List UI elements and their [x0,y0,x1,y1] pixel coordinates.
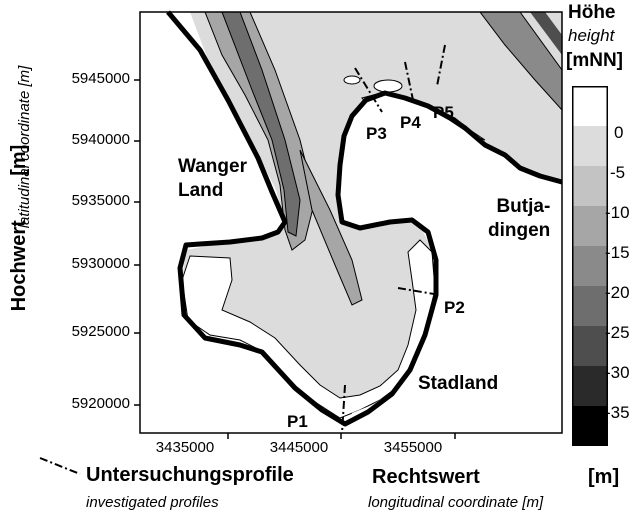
x-axis-title: Rechtswert [372,466,480,488]
colorbar-swatch [572,166,608,207]
colorbar-tick-label: -10 [605,203,630,222]
land-west-wanger [140,12,340,433]
y-tick-label: 5920000 [71,395,130,412]
y-tick-label: 5940000 [71,131,130,148]
place-label-butjadingen: Butja- dingen [488,195,550,243]
colorbar-subtitle: height [568,26,615,45]
profile-p5-line [436,44,446,87]
colorbar-swatch [572,86,608,127]
profile-label-p1: P1 [287,412,308,431]
profile-label-p2: P2 [444,298,465,317]
colorbar-swatch [572,286,608,327]
place-wanger-line1: Wanger [178,156,247,177]
x-axis-unit: [m] [588,466,620,488]
colorbar-title: Höhe [568,2,616,23]
colorbar-swatch [572,246,608,287]
y-tick-label: 5930000 [71,255,130,272]
profile-p2-line [397,287,441,296]
profiles [341,44,446,434]
x-tick-label: 3455000 [383,439,443,456]
legend-profile-symbol [39,457,81,475]
coastline-west [166,10,563,427]
profile-label-p5: P5 [433,103,454,122]
x-axis-subtitle: longitudinal coordinate [m] [368,494,544,511]
colorbar-swatch [572,406,608,446]
colorbar-swatch [572,206,608,247]
y-tick-label: 5935000 [71,192,130,209]
x-tick-label: 3445000 [269,439,329,456]
place-label-wanger-land: Wanger Land [178,155,247,203]
channel-depth-2 [221,12,301,237]
channel-depth-east [299,149,363,306]
colorbar-unit: [mNN] [566,50,623,71]
place-label-stadland: Stadland [418,373,499,394]
profile-p4-line [404,61,414,101]
colorbar-swatch [572,366,608,407]
y-tick-label: 5945000 [71,70,130,87]
colorbar-swatch [572,126,608,167]
y-axis-subtitle: latitudinal coordinate [m] [16,65,33,229]
x-tick-label: 3435000 [155,439,215,456]
place-butja-line1: Butja- [496,196,551,217]
channel-depth-ne [479,12,562,111]
profile-p3-line [354,67,383,113]
place-wanger-line2: Land [178,180,224,201]
legend-profile-label: Untersuchungsprofile [86,464,294,486]
colorbar-tick-label: -25 [605,323,630,342]
colorbar-tick-label: 0 [614,123,624,142]
profile-label-p3: P3 [366,124,387,143]
flat-patch-1 [373,79,403,93]
profile-label-p4: P4 [400,113,421,132]
colorbar-swatch [572,326,608,367]
colorbar-tick-label: -35 [605,403,630,422]
flat-patch-2 [343,75,361,85]
place-butja-line2: dingen [488,220,551,241]
land-east-butjadingen [338,93,562,433]
colorbar-tick-label: -30 [605,363,630,382]
colorbar [572,86,608,446]
channel-depth-ne-inner [530,12,562,55]
colorbar-tick-label: -5 [610,163,626,182]
y-tick-label: 5925000 [71,323,130,340]
colorbar-tick-label: -15 [605,243,630,262]
legend-profile-sublabel: investigated profiles [86,494,219,511]
map-frame-border [139,11,563,434]
colorbar-tick-label: -20 [605,283,630,302]
